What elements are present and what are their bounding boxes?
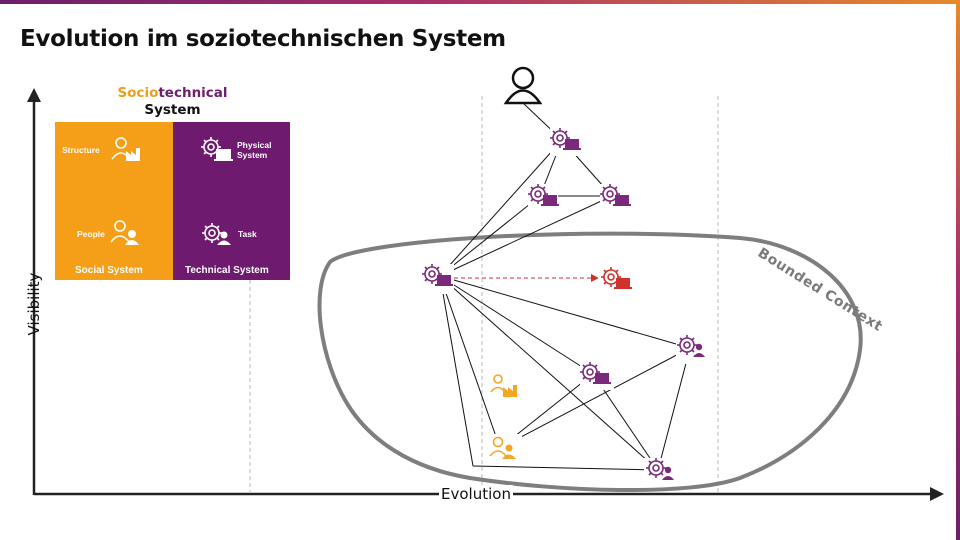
y-axis-label: Visibility	[25, 272, 43, 336]
gear-laptop-icon	[579, 361, 614, 390]
gear-person-icon	[644, 457, 676, 486]
gear-laptop-icon	[527, 183, 560, 212]
gear-laptop-icon	[420, 263, 454, 294]
task-icon	[201, 222, 231, 245]
person-factory-icon	[488, 370, 524, 402]
social-system-area	[55, 122, 173, 280]
connection-lines	[439, 102, 691, 471]
technical-system-area	[173, 122, 290, 280]
physical-system-icon	[200, 136, 233, 161]
sociotechnical-panel: Sociotechnical System	[55, 85, 290, 280]
gear-laptop-icon	[599, 183, 632, 212]
stage-dividers	[249, 96, 719, 492]
gear-laptop-icon	[549, 127, 582, 156]
bounded-context-outline	[317, 231, 863, 493]
top-gradient-bar	[0, 0, 960, 4]
gear-person-icon	[676, 334, 706, 364]
technical-system-label: Technical System	[185, 265, 269, 276]
structure-icon	[111, 137, 140, 161]
social-system-label: Social System	[75, 265, 143, 276]
task-label: Task	[238, 229, 257, 239]
right-gradient-bar	[956, 0, 960, 540]
slide-title: Evolution im soziotechnischen System	[20, 26, 506, 52]
panel-title: Sociotechnical System	[117, 85, 228, 118]
panel-icons	[110, 136, 233, 245]
gear-laptop-icon	[598, 266, 634, 296]
people-icon	[110, 220, 139, 245]
user-icon	[503, 66, 543, 105]
people-label: People	[77, 229, 105, 239]
physical-system-label: Physical System	[237, 140, 272, 160]
structure-label: Structure	[62, 145, 100, 155]
y-axis	[27, 88, 41, 495]
person-pair-icon	[488, 434, 522, 464]
x-axis-label: Evolution	[439, 485, 513, 503]
